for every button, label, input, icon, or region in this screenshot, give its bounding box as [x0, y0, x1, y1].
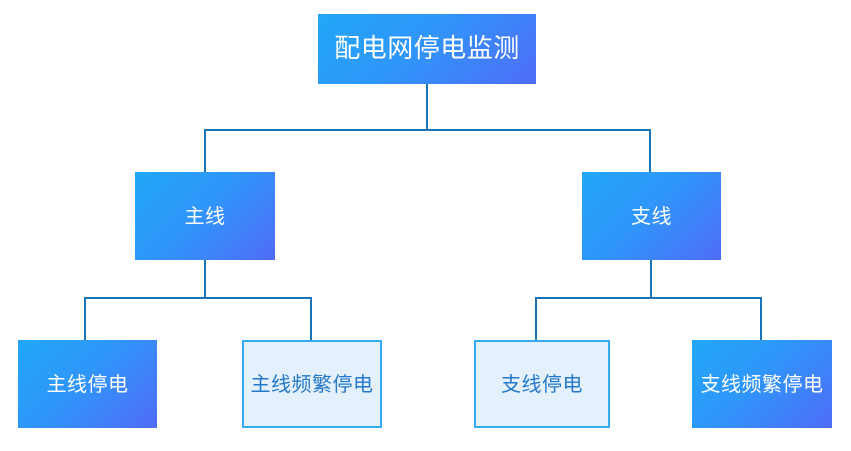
connector-branch-line-to-branch-frequent-outage	[760, 297, 762, 341]
node-branch-outage-label: 支线停电	[501, 372, 583, 396]
connector-level1-to-main-line	[204, 129, 206, 173]
connector-branch-line-horizontal-bar	[535, 297, 762, 299]
node-main-outage[interactable]: 主线停电	[18, 340, 157, 428]
node-branch-frequent-outage-label: 支线频繁停电	[700, 372, 824, 396]
node-main-line[interactable]: 主线	[135, 172, 275, 260]
connector-main-line-to-main-frequent-outage	[310, 297, 312, 341]
connector-level1-horizontal-bar	[204, 129, 650, 131]
node-root[interactable]: 配电网停电监测	[318, 14, 536, 84]
connector-main-line-to-main-outage	[84, 297, 86, 341]
connector-root-to-level1-stem	[426, 84, 428, 130]
node-branch-frequent-outage[interactable]: 支线频繁停电	[692, 340, 832, 428]
node-branch-line[interactable]: 支线	[582, 172, 721, 260]
node-branch-line-label: 支线	[631, 204, 672, 228]
node-root-label: 配电网停电监测	[334, 33, 520, 64]
connector-main-line-horizontal-bar	[84, 297, 312, 299]
connector-branch-line-to-branch-outage	[535, 297, 537, 341]
node-main-line-label: 主线	[184, 204, 226, 228]
connector-main-line-stem	[204, 260, 206, 298]
node-branch-outage[interactable]: 支线停电	[474, 340, 610, 428]
node-main-frequent-outage-label: 主线频繁停电	[250, 372, 374, 396]
connector-branch-line-stem	[650, 260, 652, 298]
node-main-outage-label: 主线停电	[46, 372, 129, 396]
connector-level1-to-branch-line	[649, 129, 651, 173]
node-main-frequent-outage[interactable]: 主线频繁停电	[242, 340, 382, 428]
